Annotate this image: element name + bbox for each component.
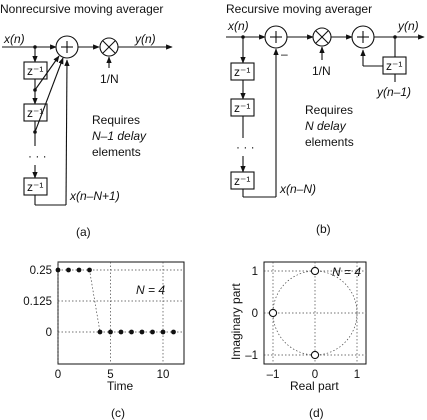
panel-c: 0.25 0.125 0 0 5 10 N = 4 Time (c) bbox=[23, 261, 185, 420]
data-point bbox=[87, 267, 92, 273]
svg-text:z⁻¹: z⁻¹ bbox=[386, 59, 402, 73]
minus-sign: – bbox=[281, 47, 288, 61]
y-tick-label: 0 bbox=[252, 308, 258, 320]
note-line-3: elements bbox=[305, 135, 354, 149]
plot-d-ticks: 1 0 –1 –1 0 1 bbox=[245, 266, 360, 381]
plot-d-xlabel: Real part bbox=[290, 379, 339, 393]
y-tick-label: 1 bbox=[252, 266, 258, 278]
y-tick-label: –1 bbox=[245, 350, 258, 362]
plot-d-ylabel: Imaginary part bbox=[229, 283, 243, 360]
plot-c-frame bbox=[57, 261, 185, 365]
last-tap-label: x(n–N+1) bbox=[69, 189, 120, 203]
x-tick-label: 0 bbox=[55, 369, 61, 381]
ellipsis: · · · bbox=[28, 149, 47, 163]
panel-a-title: Nonrecursive moving averager bbox=[0, 2, 163, 16]
note-line-2: N–1 delay bbox=[92, 129, 147, 143]
caption-d: (d) bbox=[309, 406, 324, 420]
zero-marker bbox=[310, 266, 320, 276]
zero-marker bbox=[310, 350, 320, 360]
panel-a-input-label: x(n) bbox=[3, 32, 25, 46]
data-point bbox=[129, 329, 134, 335]
data-point bbox=[97, 329, 103, 335]
y-tick-label: 0.25 bbox=[30, 265, 52, 277]
x-tick-label: 1 bbox=[354, 369, 360, 381]
y-tick-label: 0 bbox=[46, 327, 52, 339]
data-point bbox=[118, 329, 124, 335]
plot-c-n-label: N = 4 bbox=[136, 283, 165, 297]
plot-d-marks bbox=[268, 266, 320, 360]
ellipsis: · · · bbox=[236, 140, 255, 154]
data-point bbox=[76, 267, 82, 273]
data-point bbox=[108, 329, 113, 335]
svg-text:z⁻¹: z⁻¹ bbox=[234, 65, 250, 79]
note-line-1: Requires bbox=[92, 113, 140, 127]
zero-marker bbox=[268, 308, 278, 318]
data-point bbox=[139, 329, 145, 335]
data-point bbox=[171, 329, 176, 335]
note-line-1: Requires bbox=[305, 103, 353, 117]
tap-label: x(n–N) bbox=[279, 182, 316, 196]
x-tick-label: 10 bbox=[157, 369, 170, 381]
data-point bbox=[66, 267, 71, 273]
caption-a: (a) bbox=[76, 225, 91, 239]
x-tick-label: 0 bbox=[312, 369, 318, 381]
note-line-2: N delay bbox=[305, 119, 347, 133]
plot-d-n-label: N = 4 bbox=[332, 265, 361, 279]
plot-c-grid bbox=[57, 262, 184, 364]
y-tick-label: 0.125 bbox=[23, 296, 52, 308]
data-point bbox=[160, 329, 166, 335]
data-point bbox=[55, 267, 61, 273]
panel-b-input-label: x(n) bbox=[227, 19, 249, 33]
svg-text:z⁻¹: z⁻¹ bbox=[27, 106, 43, 120]
panel-a: Nonrecursive moving averager x(n) y(n) 1… bbox=[0, 2, 173, 239]
panel-a-output-label: y(n) bbox=[134, 32, 156, 46]
note-line-3: elements bbox=[92, 145, 141, 159]
x-tick-label: –1 bbox=[267, 369, 280, 381]
x-tick-label: 5 bbox=[107, 369, 113, 381]
unit-circle bbox=[272, 270, 358, 356]
svg-text:z⁻¹: z⁻¹ bbox=[234, 174, 250, 188]
svg-text:z⁻¹: z⁻¹ bbox=[27, 180, 43, 194]
panel-b: Recursive moving averager x(n) y(n) – 1/… bbox=[226, 2, 425, 236]
plot-c-marks bbox=[55, 267, 176, 335]
gain-label: 1/N bbox=[312, 64, 331, 78]
panel-b-title: Recursive moving averager bbox=[226, 2, 372, 16]
step-transition bbox=[89, 269, 101, 333]
data-point bbox=[150, 329, 155, 335]
gain-label: 1/N bbox=[100, 72, 119, 86]
svg-text:z⁻¹: z⁻¹ bbox=[234, 101, 250, 115]
feedback-label: y(n–1) bbox=[376, 85, 411, 99]
panel-b-output-label: y(n) bbox=[397, 19, 419, 33]
plot-c-xlabel: Time bbox=[107, 379, 134, 393]
caption-b: (b) bbox=[316, 222, 331, 236]
caption-c: (c) bbox=[111, 406, 125, 420]
plot-c-ticks: 0.25 0.125 0 0 5 10 bbox=[23, 265, 169, 381]
svg-text:z⁻¹: z⁻¹ bbox=[27, 64, 43, 78]
plot-d-grid bbox=[264, 262, 366, 364]
